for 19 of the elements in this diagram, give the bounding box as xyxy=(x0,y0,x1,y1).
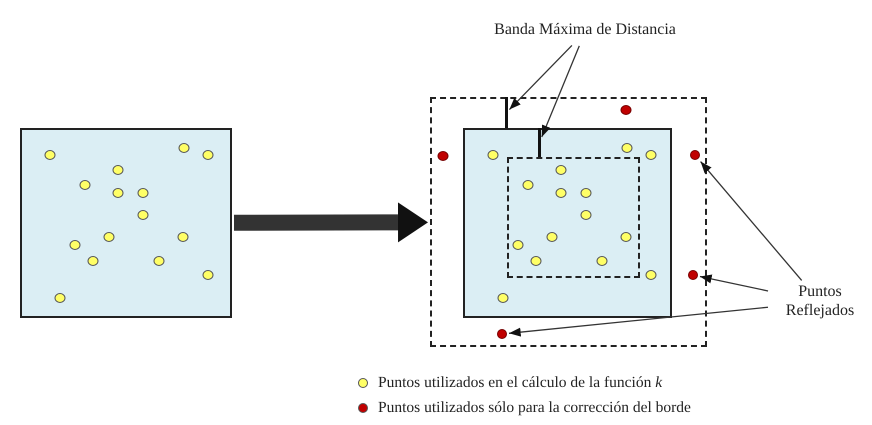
leader-line xyxy=(700,161,802,281)
legend-text: Puntos utilizados en el cálculo de la función k xyxy=(378,374,662,392)
leader-line xyxy=(541,46,580,138)
legend-text: Puntos utilizados sólo para la corrección del borde xyxy=(378,399,691,417)
block-arrow xyxy=(234,202,428,242)
dashed-buffer-border xyxy=(430,97,707,347)
distance-bar xyxy=(505,97,508,128)
distance-bar xyxy=(538,128,541,157)
scatter-square xyxy=(20,128,232,318)
leader-line xyxy=(508,44,572,110)
leader-line xyxy=(508,306,768,337)
annotation-text: Puntos Reflejados xyxy=(770,282,870,322)
reflected-point xyxy=(690,150,700,160)
scatter-square xyxy=(463,128,672,318)
leader-line xyxy=(700,274,768,292)
dashed-inner-border xyxy=(507,157,640,278)
reflected-point xyxy=(688,270,698,280)
reflected-point xyxy=(497,329,507,339)
annotation-text: Banda Máxima de Distancia xyxy=(455,20,715,44)
